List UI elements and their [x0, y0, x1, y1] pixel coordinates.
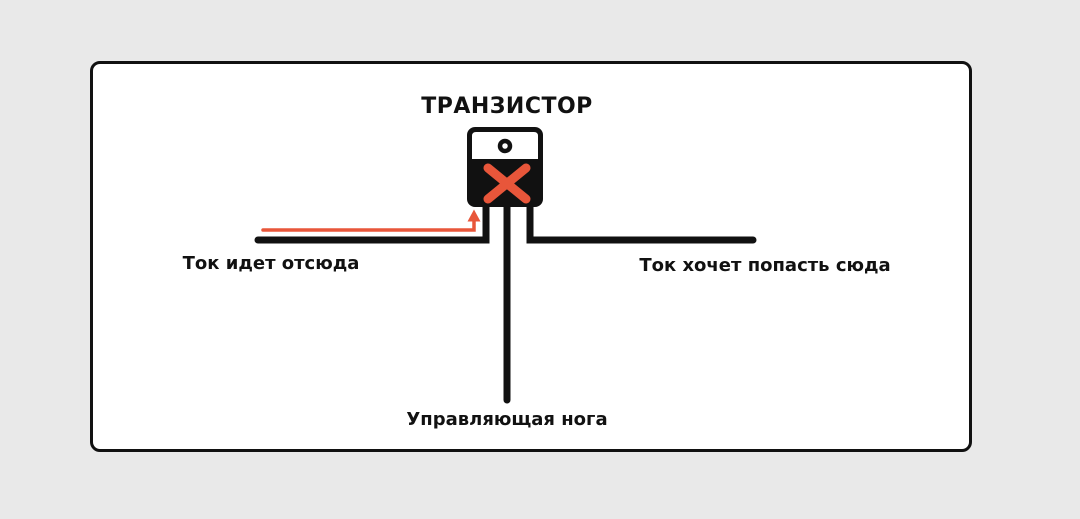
- mounting-hole-icon: [497, 138, 513, 154]
- left-wire: [254, 199, 490, 244]
- label-current-source: Ток идет отсюда: [182, 253, 360, 274]
- label-control-leg: Управляющая нога: [406, 409, 608, 430]
- label-current-destination: Ток хочет попасть сюда: [639, 255, 891, 276]
- diagram-title: ТРАНЗИСТОР: [421, 94, 593, 119]
- current-flow-arrow: [261, 217, 476, 232]
- right-wire: [526, 199, 757, 244]
- diagram-card: [90, 61, 972, 452]
- transistor-package: [467, 127, 543, 207]
- blocked-x-icon: [483, 163, 531, 204]
- current-flow-arrowhead-icon: [467, 209, 481, 222]
